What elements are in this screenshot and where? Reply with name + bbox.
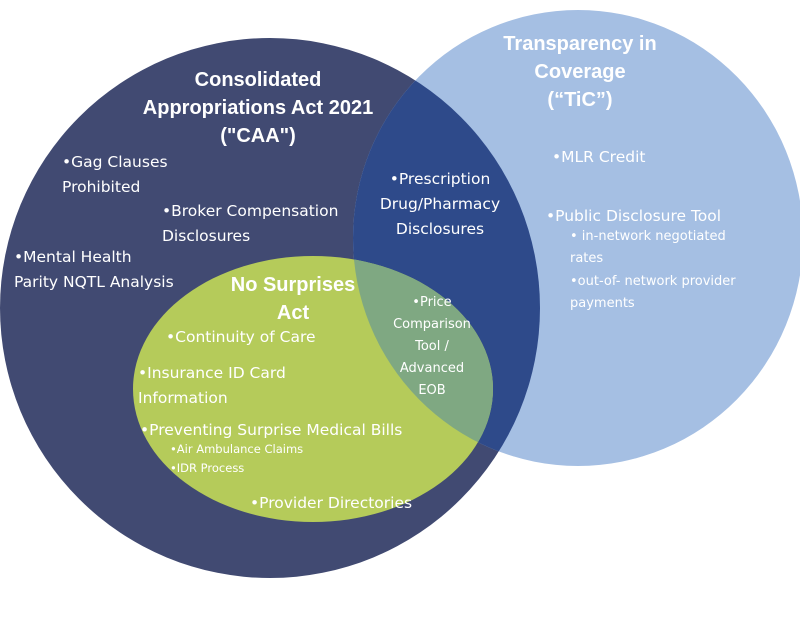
price-comparison-tool-item: •Price Comparison Tool / Advanced EOB [393, 295, 471, 398]
prescription-drug-item: •Prescription Drug/Pharmacy Disclosures [379, 170, 501, 238]
mental-health-item: •Mental Health Parity NQTL Analysis [14, 248, 174, 291]
in-network-rates-subitem: • in-network negotiated rates [570, 229, 726, 266]
out-of-network-payments-subitem: •out-of- network provider payments [570, 274, 736, 311]
tic-title: Transparency in Coverage (“TiC”) [503, 33, 657, 111]
broker-compensation-item: •Broker Compensation Disclosures [162, 202, 339, 245]
preventing-surprise-bills-item: •Preventing Surprise Medical Bills [140, 421, 403, 439]
nsa-title: No Surprises Act [230, 274, 356, 324]
mlr-credit-item: •MLR Credit [552, 148, 646, 166]
air-ambulance-subitem: •Air Ambulance Claims [170, 442, 304, 456]
gag-clauses-item: •Gag Clauses Prohibited [62, 153, 168, 196]
insurance-id-card-item: •Insurance ID Card Information [138, 364, 286, 407]
caa-title: Consolidated Appropriations Act 2021 ("C… [142, 69, 374, 147]
idr-process-subitem: •IDR Process [170, 461, 245, 475]
continuity-of-care-item: •Continuity of Care [166, 328, 316, 346]
public-disclosure-tool-item: •Public Disclosure Tool [546, 207, 722, 225]
provider-directories-item: •Provider Directories [250, 494, 413, 512]
